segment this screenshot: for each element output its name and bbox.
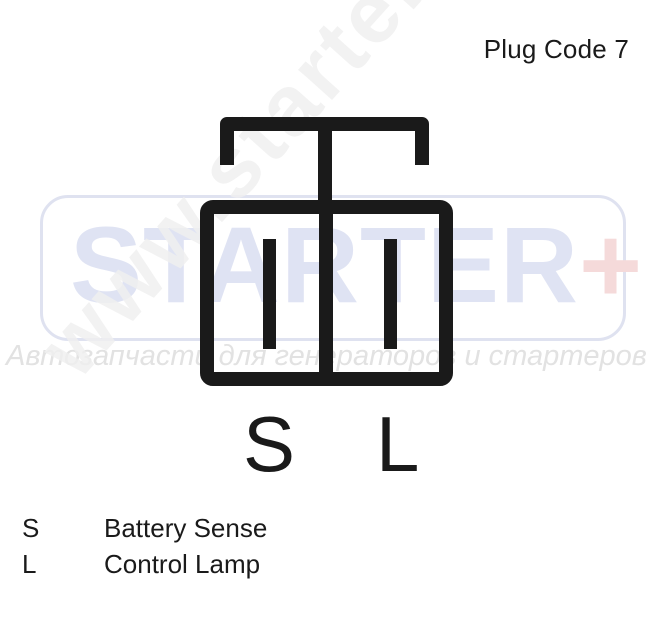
legend-description: Control Lamp [104, 548, 261, 579]
legend-code: L [22, 548, 37, 579]
legend-code: S [22, 512, 40, 543]
pin-legend: S Battery Sense L Control Lamp [22, 510, 267, 582]
connector-outline [200, 117, 453, 386]
legend-description: Battery Sense [104, 512, 268, 543]
pin-l-blade [384, 239, 397, 349]
pin-s-blade [263, 239, 276, 349]
plug-code-title: Plug Code 7 [483, 34, 629, 64]
pin-label-l: L [376, 400, 420, 488]
legend-row: L Control Lamp [22, 546, 267, 582]
watermark-brand-plus: + [578, 204, 644, 325]
pin-label-s: S [243, 400, 296, 488]
legend-row: S Battery Sense [22, 510, 267, 546]
